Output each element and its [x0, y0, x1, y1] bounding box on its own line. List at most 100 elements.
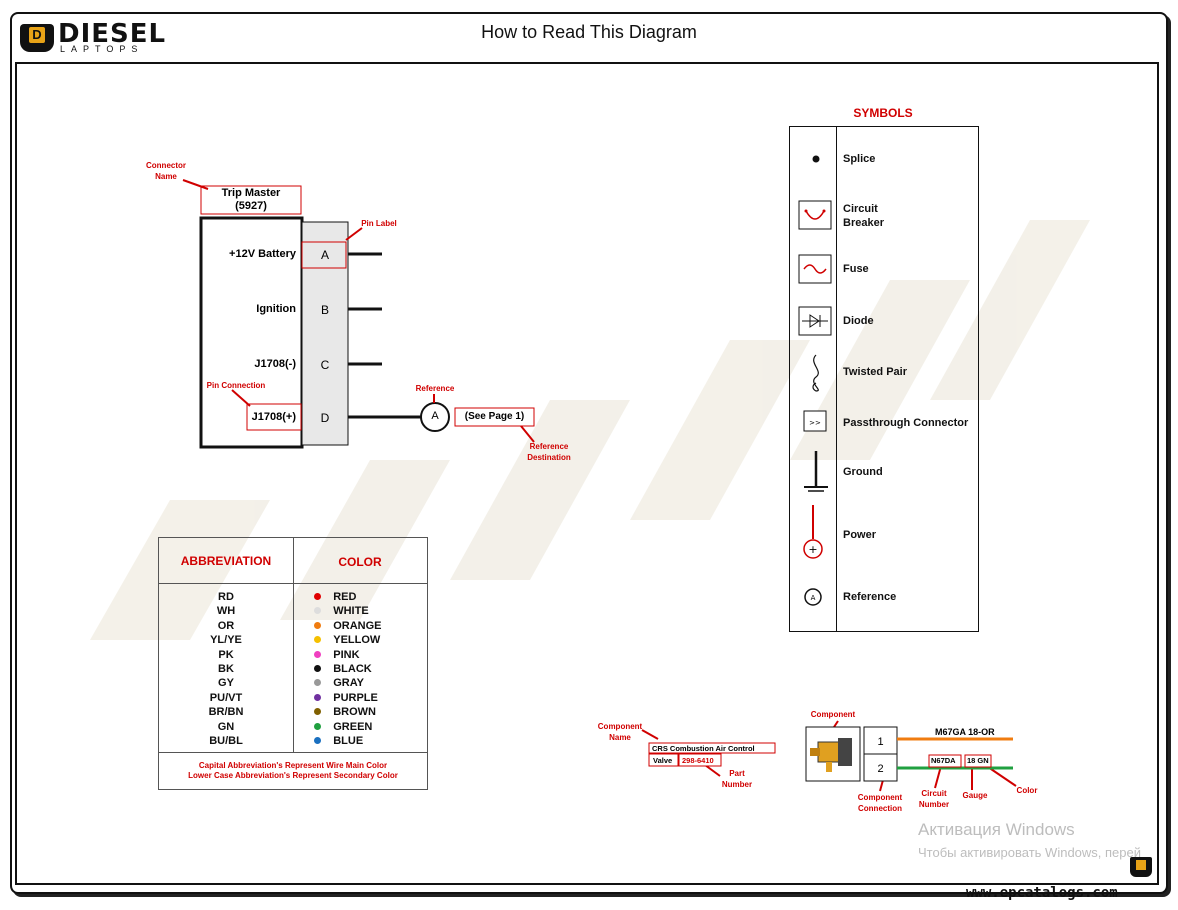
color-brown: BROWN — [333, 706, 377, 719]
abbr-pk: PK — [218, 648, 234, 661]
footnote-secondary-color: Lower Case Abbreviation's Represent Seco… — [188, 771, 398, 780]
color-dot-yellow — [314, 636, 321, 644]
color-black: BLACK — [333, 662, 372, 675]
color-dot-blue — [314, 736, 321, 744]
abbr-column: RD WH OR YL/YE PK BK GY PU/VT BR/BN GN B… — [159, 590, 293, 748]
pin-connection-annotation: Pin Connection — [206, 381, 266, 390]
power-icon: + — [803, 505, 823, 559]
logo-text: DIESEL — [58, 19, 167, 49]
color-pink: PINK — [333, 648, 360, 661]
connector-code: (5927) — [235, 200, 267, 212]
color-dot-gray — [314, 679, 321, 687]
ground-icon — [804, 451, 828, 492]
color-dot-purple — [314, 693, 321, 701]
logo-d-icon: D — [20, 24, 54, 52]
diesel-laptops-logo: D DIESEL LAPTOPS — [20, 19, 165, 56]
corner-logo-icon — [1130, 857, 1152, 877]
pin-label-a: A — [320, 248, 329, 262]
splice-dot-icon — [812, 155, 820, 163]
component-part-number: 298-6410 — [682, 756, 714, 765]
symbol-label-reference: Reference — [843, 591, 897, 603]
abbr-pu: PU/VT — [209, 691, 243, 704]
reference-letter: A — [431, 410, 439, 422]
reference-destination: (See Page 1) — [464, 411, 525, 422]
color-column: RED WHITE ORANGE YELLOW PINK BLACK GRAY … — [314, 590, 424, 748]
connector-name: Trip Master — [221, 187, 281, 199]
reference-icon: A — [804, 588, 822, 606]
color-blue: BLUE — [333, 734, 364, 747]
component-name-annotation: Component Name — [597, 722, 643, 742]
diode-icon — [798, 306, 832, 336]
abbr-br: BR/BN — [208, 706, 244, 719]
reference-annotation: Reference — [415, 384, 455, 393]
circuit-breaker-icon — [798, 200, 832, 230]
symbol-label-fuse: Fuse — [843, 263, 869, 275]
footnote-main-color: Capital Abbreviation's Represent Wire Ma… — [198, 761, 388, 770]
abbr-bu: BU/BL — [209, 734, 243, 747]
color-yellow: YELLOW — [333, 634, 381, 647]
circuit-number: N67DA — [931, 756, 956, 765]
pin-label-annotation: Pin Label — [361, 219, 397, 228]
component-annotation: Component — [810, 710, 856, 719]
pin-function-b: Ignition — [256, 303, 296, 315]
pin-function-a: +12V Battery — [229, 248, 296, 260]
activation-watermark-text: Чтобы активировать Windows, перей — [918, 845, 1142, 860]
fuse-icon — [798, 254, 832, 284]
gauge-annotation: Gauge — [962, 791, 988, 800]
color-annotation: Color — [1016, 786, 1038, 795]
reference-destination-annotation: Reference Destination — [527, 442, 571, 462]
component-name: CRS Combustion Air Control — [652, 744, 755, 753]
abbreviation-table: ABBREVIATION COLOR RD WH OR YL/YE PK BK … — [158, 537, 428, 790]
abbr-or: OR — [217, 619, 235, 632]
abbreviation-header: ABBREVIATION — [180, 554, 272, 568]
abbr-gy: GY — [218, 677, 234, 690]
symbols-table: >> + A Splice Circuit Breaker Fuse Diode… — [789, 126, 979, 632]
symbol-label-passthrough: Passthrough Connector — [843, 417, 969, 429]
symbol-label-twisted-pair: Twisted Pair — [843, 366, 907, 378]
component-valve-label: Valve — [653, 756, 673, 765]
color-white: WHITE — [333, 605, 369, 618]
component-pin-1: 1 — [877, 736, 884, 748]
component-pin-2: 2 — [877, 763, 884, 775]
circuit-number-annotation: Circuit Number — [918, 789, 950, 809]
symbol-label-power: Power — [843, 529, 877, 541]
abbr-bk: BK — [218, 662, 234, 675]
valve-icon — [810, 738, 852, 772]
wire-1-label: M67GA 18-OR — [935, 727, 995, 737]
color-gray: GRAY — [333, 677, 365, 690]
pin-label-c: C — [320, 358, 330, 372]
pin-label-b: B — [320, 303, 329, 317]
connector-name-annotation: Connector Name — [146, 161, 186, 181]
connector-body — [199, 216, 304, 449]
pin-label-d: D — [320, 411, 330, 425]
symbol-icons: >> + A — [798, 155, 832, 606]
abbr-gn: GN — [217, 720, 235, 733]
color-green: GREEN — [333, 720, 373, 733]
symbols-title: SYMBOLS — [853, 106, 913, 120]
color-dot-brown — [314, 708, 321, 716]
color-dot-white — [314, 607, 321, 615]
color-orange: ORANGE — [333, 619, 382, 632]
abbr-wh: WH — [216, 605, 236, 618]
svg-text:>>: >> — [809, 419, 821, 427]
component-connection-annotation: Component Connection — [857, 793, 903, 813]
color-purple: PURPLE — [333, 691, 378, 704]
passthrough-icon: >> — [803, 410, 827, 432]
color-dot-orange — [314, 621, 321, 629]
svg-text:A: A — [811, 594, 816, 602]
pin-function-c: J1708(-) — [254, 358, 296, 370]
symbol-label-splice: Splice — [843, 153, 876, 165]
symbol-label-circuit-breaker: Circuit Breaker — [843, 203, 884, 229]
footer-site: www.epcatalogs.com — [966, 885, 1118, 901]
color-dot-black — [314, 664, 321, 672]
abbr-yl: YL/YE — [210, 634, 242, 647]
page-title: How to Read This Diagram — [481, 22, 697, 42]
gauge-color-code: 18 GN — [967, 756, 989, 765]
symbol-label-diode: Diode — [843, 315, 874, 327]
color-header: COLOR — [338, 555, 382, 569]
twisted-pair-icon — [812, 354, 819, 392]
abbr-rd: RD — [218, 591, 234, 603]
pin-function-d: J1708(+) — [251, 411, 296, 423]
color-dot-green — [314, 722, 321, 730]
